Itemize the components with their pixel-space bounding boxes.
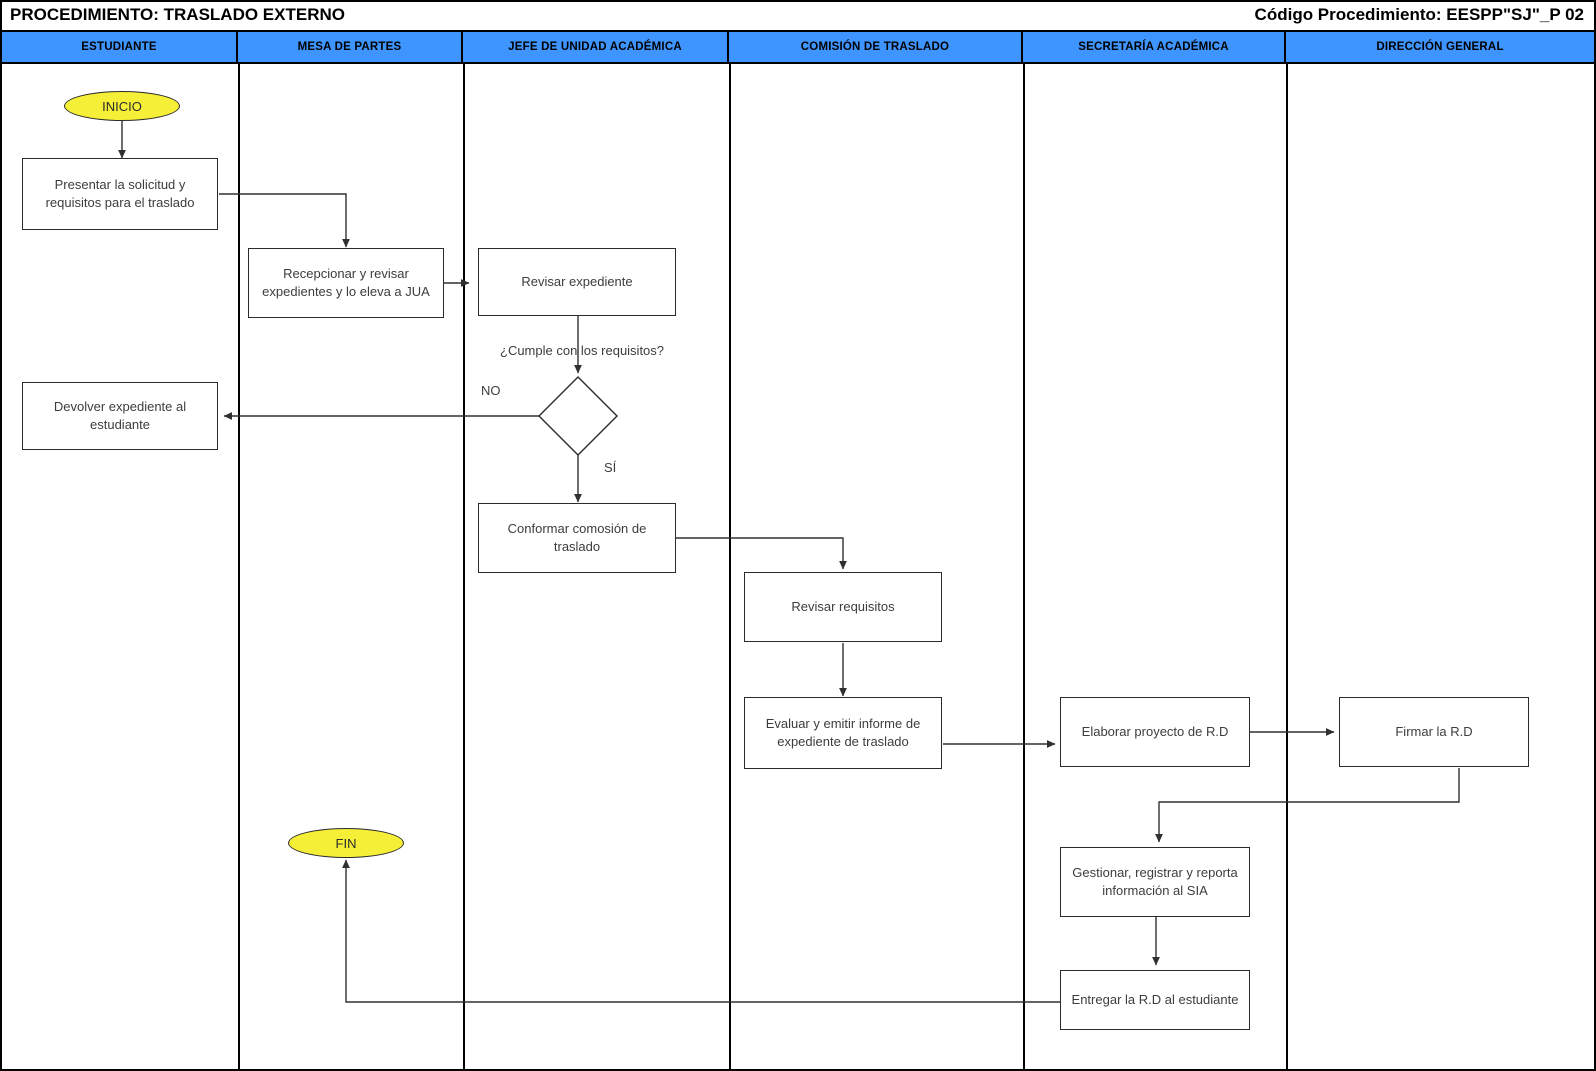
lane-separator-4 [1023, 64, 1025, 1069]
edge-label-no: NO [481, 383, 501, 398]
node-label: Evaluar y emitir informe de expediente d… [765, 716, 921, 749]
diamond-icon [538, 376, 618, 456]
edge-label-cumple-requisitos: ¿Cumple con los requisitos? [500, 343, 665, 358]
node-conformar-comision[interactable]: Conformar comosión de traslado [478, 503, 676, 573]
lane-label: SECRETARÍA ACADÉMICA [1078, 41, 1229, 53]
lane-separator-5 [1286, 64, 1288, 1069]
node-label: Revisar requisitos [791, 599, 895, 615]
node-label: Devolver expediente al estudiante [53, 399, 187, 432]
terminal-inicio[interactable]: INICIO [64, 91, 180, 121]
node-firmar-rd[interactable]: Firmar la R.D [1339, 697, 1529, 767]
node-elaborar-proyecto-rd[interactable]: Elaborar proyecto de R.D [1060, 697, 1250, 767]
procedure-title: PROCEDIMIENTO: TRASLADO EXTERNO [10, 5, 345, 24]
lane-label: DIRECCIÓN GENERAL [1376, 41, 1504, 53]
edge-conformar-revisar-requisitos [676, 537, 847, 570]
lane-separator-1 [238, 64, 240, 1069]
lane-header-jefe-unidad: JEFE DE UNIDAD ACADÉMICA [463, 32, 729, 64]
lane-header-secretaria: SECRETARÍA ACADÉMICA [1023, 32, 1286, 64]
terminal-inicio-label: INICIO [102, 98, 142, 114]
terminal-fin[interactable]: FIN [288, 828, 404, 858]
node-label: Entregar la R.D al estudiante [1071, 992, 1239, 1008]
edge-label-si: SÍ [604, 460, 617, 475]
node-label: Firmar la R.D [1395, 724, 1473, 740]
node-revisar-expediente[interactable]: Revisar expediente [478, 248, 676, 316]
node-label: Presentar la solicitud y requisitos para… [45, 177, 195, 210]
node-label: Gestionar, registrar y reporta informaci… [1072, 865, 1238, 898]
node-revisar-requisitos[interactable]: Revisar requisitos [744, 572, 942, 642]
node-label: Conformar comosión de traslado [507, 521, 647, 554]
edge-firmar-gestionar [1155, 768, 1460, 843]
terminal-fin-label: FIN [335, 835, 357, 851]
node-presentar-solicitud[interactable]: Presentar la solicitud y requisitos para… [22, 158, 218, 230]
node-entregar-rd-estudiante[interactable]: Entregar la R.D al estudiante [1060, 970, 1250, 1030]
procedure-code: Código Procedimiento: EESPP"SJ"_P 02 [1254, 5, 1584, 24]
lane-header-estudiante: ESTUDIANTE [2, 32, 238, 64]
lane-separator-3 [729, 64, 731, 1069]
lane-label: JEFE DE UNIDAD ACADÉMICA [508, 41, 682, 53]
node-devolver-expediente[interactable]: Devolver expediente al estudiante [22, 382, 218, 450]
node-gestionar-registrar-sia[interactable]: Gestionar, registrar y reporta informaci… [1060, 847, 1250, 917]
node-label: Elaborar proyecto de R.D [1081, 724, 1229, 740]
lane-separator-2 [463, 64, 465, 1069]
lane-header-mesa-partes: MESA DE PARTES [238, 32, 463, 64]
node-label: Revisar expediente [521, 274, 633, 290]
swimlane-header-row: ESTUDIANTE MESA DE PARTES JEFE DE UNIDAD… [2, 32, 1594, 64]
lane-header-direccion: DIRECCIÓN GENERAL [1286, 32, 1594, 64]
lane-label: COMISIÓN DE TRASLADO [800, 41, 950, 53]
lane-label: ESTUDIANTE [81, 41, 157, 53]
decision-cumple-requisitos[interactable] [537, 375, 619, 457]
title-bar: PROCEDIMIENTO: TRASLADO EXTERNO Código P… [2, 2, 1594, 32]
node-recepcionar-revisar[interactable]: Recepcionar y revisar expedientes y lo e… [248, 248, 444, 318]
lane-header-comision: COMISIÓN DE TRASLADO [729, 32, 1023, 64]
edge-entregar-fin [342, 859, 1060, 1003]
node-label: Recepcionar y revisar expedientes y lo e… [262, 266, 430, 299]
node-evaluar-emitir-informe[interactable]: Evaluar y emitir informe de expediente d… [744, 697, 942, 769]
lane-label: MESA DE PARTES [297, 41, 402, 53]
